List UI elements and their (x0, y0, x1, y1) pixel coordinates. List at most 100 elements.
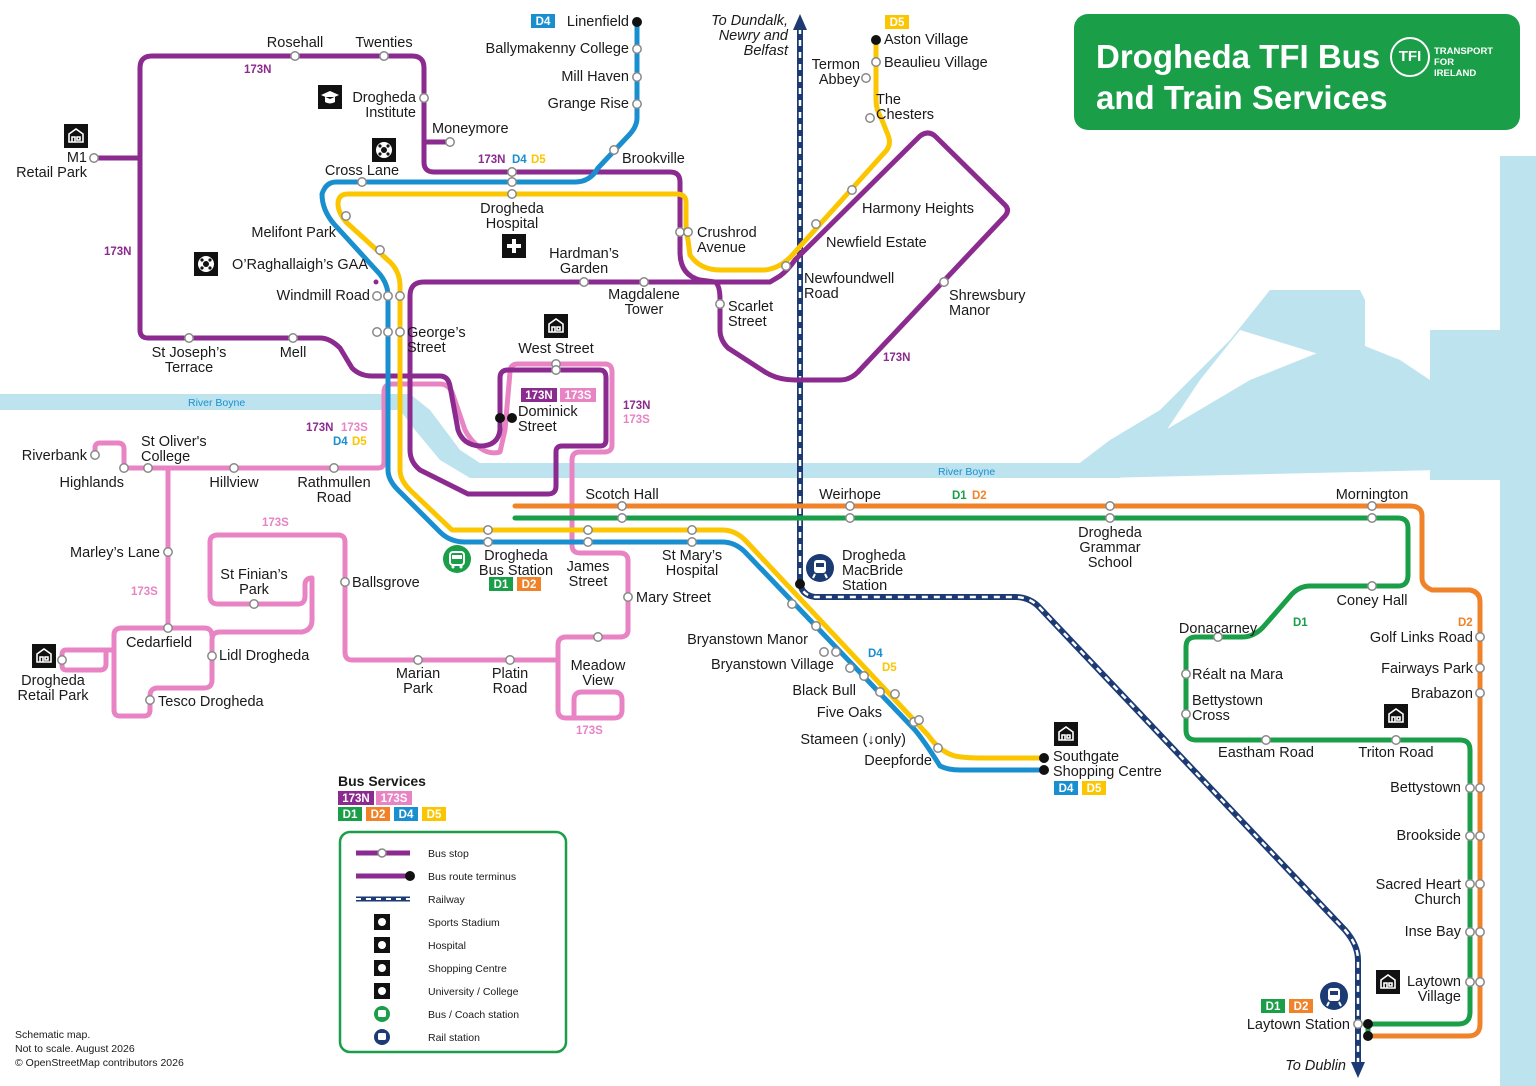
bus-stop-marker (357, 177, 367, 187)
stop-label-newfoundwell: Road (804, 286, 839, 302)
railway-lines (793, 14, 1365, 1078)
bus-stop-marker (1181, 709, 1191, 719)
stop-label-m1retail: M1 (67, 150, 87, 166)
bus-stop-marker (379, 51, 389, 61)
direction-south: To Dublin (1285, 1058, 1346, 1074)
route-badge-label: D4 (399, 809, 414, 821)
bus-stop-marker (383, 291, 393, 301)
direction-north-line: To Dundalk, (711, 13, 788, 29)
route-tag-173s: 173S (576, 725, 603, 737)
stop-label-weststreet: West Street (518, 341, 593, 357)
stop-label-harmony: Harmony Heights (862, 201, 974, 217)
bus-stop-marker (551, 365, 561, 375)
shopping-centre-icon (32, 644, 56, 668)
bus-stop-marker (57, 655, 67, 665)
bus-stop-marker (617, 501, 627, 511)
stop-label-laytownvillage: Village (1418, 989, 1461, 1005)
legend-item-label: Bus route terminus (428, 871, 516, 883)
bus-stop-marker (184, 333, 194, 343)
stop-label-scotchhall: Scotch Hall (585, 487, 658, 503)
bus-stop-marker (1105, 513, 1115, 523)
stop-label-georges: Street (407, 340, 446, 356)
stop-label-laytownstation: Laytown Station (1247, 1017, 1350, 1033)
route-tag-d2: D2 (972, 490, 987, 502)
bus-stop-marker (781, 261, 791, 271)
bus-stop-marker (933, 743, 943, 753)
bus-stop-marker (90, 450, 100, 460)
bus-stop-marker (819, 647, 829, 657)
stop-label-golflinks: Golf Links Road (1370, 630, 1473, 646)
stop-label-dominick: Dominick (518, 404, 578, 420)
stop-label-droghedaretail: Retail Park (18, 688, 90, 704)
bus-stop-marker (505, 655, 515, 665)
route-badge-label: 173S (565, 390, 592, 402)
bus-stop-marker (583, 525, 593, 535)
route-D5-line (335, 37, 1047, 761)
bus-stop-marker (861, 73, 871, 83)
route-D2-line (512, 503, 1483, 1039)
stop-label-tesco: Tesco Drogheda (158, 694, 265, 710)
stop-label-southgate: Southgate (1053, 749, 1119, 765)
bus-terminus-marker (871, 35, 881, 45)
route-tag-d1: D1 (1293, 617, 1308, 629)
stop-label-melifont: Melifont Park (251, 225, 336, 241)
legend-item-bus-terminus: Bus route terminus (356, 871, 516, 883)
bus-terminus-marker (1039, 753, 1049, 763)
route-D1-line (512, 515, 1473, 1039)
stop-label-lidl: Lidl Drogheda (219, 648, 310, 664)
bus-stop-marker (583, 537, 593, 547)
bus-stop-marker (249, 599, 259, 609)
bus-stop-marker (1391, 735, 1401, 745)
route-badge-label: D5 (890, 17, 905, 29)
bus-stop-marker (383, 327, 393, 337)
legend-item-rail-station: Rail station (374, 1029, 480, 1045)
stop-label-macbride: Drogheda (842, 548, 907, 564)
tfi-name-line: FOR (1434, 57, 1455, 68)
stop-label-stolivers: College (141, 449, 190, 465)
route-badge-label: D4 (1059, 783, 1074, 795)
legend-item-hospital: Hospital (374, 937, 466, 953)
stop-label-termon: Abbey (819, 72, 861, 88)
bus-stop-marker (875, 687, 885, 697)
bus-stop-marker (1475, 831, 1485, 841)
stop-label-droghedainstitute: Drogheda (352, 90, 417, 106)
bus-stop-marker (914, 715, 924, 725)
stop-label-brookside: Brookside (1397, 828, 1461, 844)
stop-label-jamesstreet: James (567, 559, 610, 575)
bus-stop-marker (288, 333, 298, 343)
stop-label-marianpark: Marian (396, 666, 440, 682)
stop-label-deepforde: Deepforde (864, 753, 932, 769)
stop-label-sacredheart: Sacred Heart (1376, 877, 1461, 893)
stop-label-stfinians: St Finian’s (220, 567, 287, 583)
stop-label-riverbank: Riverbank (22, 448, 88, 464)
bus-stop-marker (632, 99, 642, 109)
bus-stop-marker (1213, 632, 1223, 642)
legend-heading: Bus Services (338, 773, 426, 789)
stop-label-grammar: Grammar (1079, 540, 1140, 556)
bus-stop-marker (675, 227, 685, 237)
legend-item-label: University / College (428, 986, 519, 998)
bus-stop-marker (1465, 977, 1475, 987)
stop-label-hardmans: Hardman’s (549, 246, 619, 262)
bus-stop-marker (1475, 663, 1485, 673)
stop-label-rosehall: Rosehall (267, 35, 323, 51)
bus-stop-marker (290, 51, 300, 61)
route-tag-173n: 173N (478, 154, 506, 166)
route-tag-d5: D5 (882, 662, 897, 674)
route-tag-173s: 173S (623, 414, 650, 426)
bus-stop-marker (89, 153, 99, 163)
bus-stop-marker (329, 463, 339, 473)
bus-stop-marker (372, 291, 382, 301)
stop-label-oraghallaigh: O’Raghallaigh’s GAA (232, 257, 368, 273)
stop-label-platinroad: Platin (492, 666, 528, 682)
poi-icons (32, 85, 1408, 1010)
legend-item-bus-stop: Bus stop (356, 848, 469, 860)
bus-stop-marker (845, 501, 855, 511)
route-tag-d4: D4 (868, 648, 883, 660)
legend-item-label: Railway (428, 894, 466, 906)
bus-stop-marker (939, 277, 949, 287)
bus-stop-marker (639, 277, 649, 287)
